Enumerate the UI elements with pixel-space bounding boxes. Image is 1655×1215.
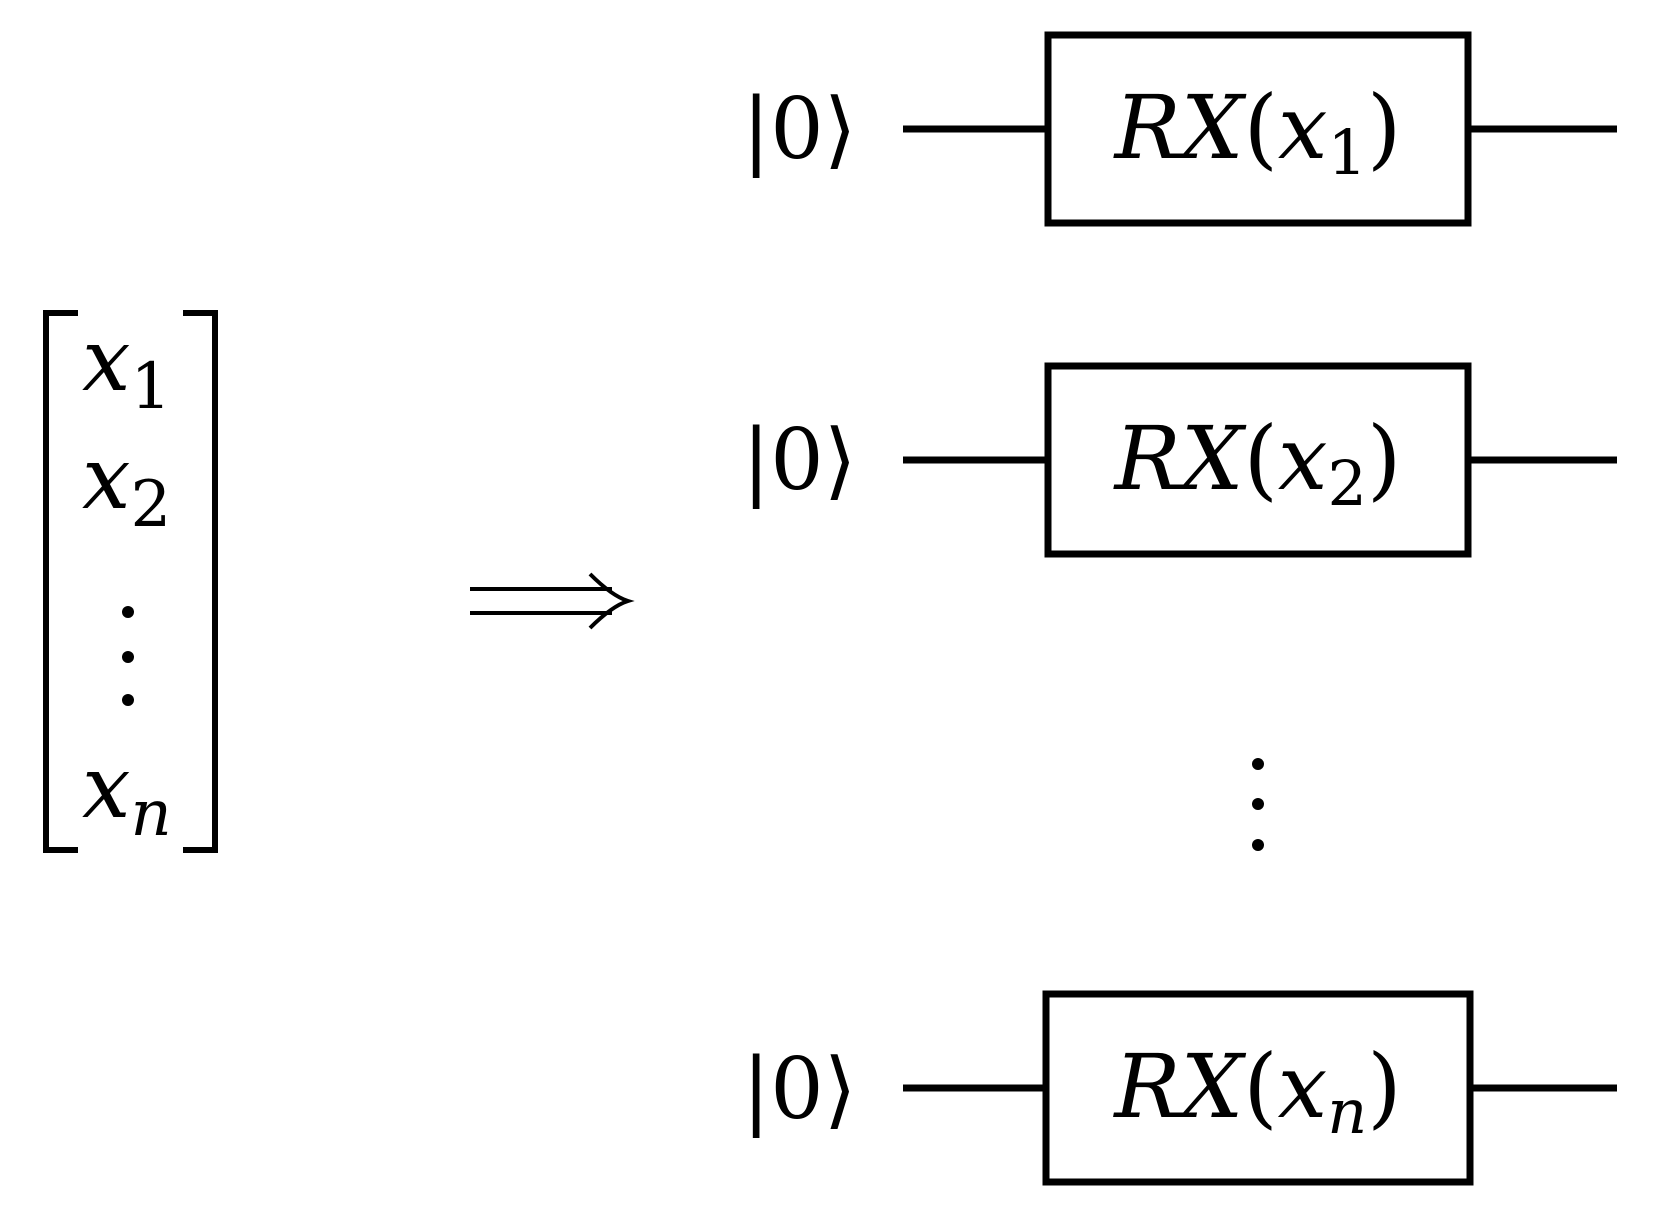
implies-arrow xyxy=(470,572,635,630)
input-vector: x1 x2 xn xyxy=(43,310,218,853)
vector-entry-x1: x1 xyxy=(82,311,171,424)
qubit-wire-1: |0⟩ RX(x1) xyxy=(742,31,1617,227)
rx-gate-1 xyxy=(1044,31,1472,227)
rx-gate-n xyxy=(1042,990,1474,1186)
qubit-wire-n: |0⟩ RX(xn) xyxy=(742,990,1617,1186)
input-state-1: |0⟩ xyxy=(742,80,857,178)
vector-entry-xn: xn xyxy=(82,738,172,851)
rx-gate-2-label: RX(x2) xyxy=(1113,407,1402,520)
right-bracket xyxy=(183,310,218,853)
rx-gate-1-label: RX(x1) xyxy=(1113,76,1402,189)
rx-gate-n-label: RX(xn) xyxy=(1112,1035,1401,1148)
input-state-n: |0⟩ xyxy=(742,1040,857,1138)
input-state-2: |0⟩ xyxy=(742,411,857,509)
left-bracket xyxy=(43,310,78,853)
circuit-vertical-ellipsis xyxy=(1252,758,1264,851)
vector-vertical-ellipsis xyxy=(122,606,134,706)
vector-entry-x2: x2 xyxy=(82,429,171,542)
quantum-circuit: |0⟩ RX(x1) |0⟩ RX(x2) |0⟩ xyxy=(742,31,1617,1186)
rx-gate-2 xyxy=(1044,362,1472,558)
qubit-wire-2: |0⟩ RX(x2) xyxy=(742,362,1617,558)
